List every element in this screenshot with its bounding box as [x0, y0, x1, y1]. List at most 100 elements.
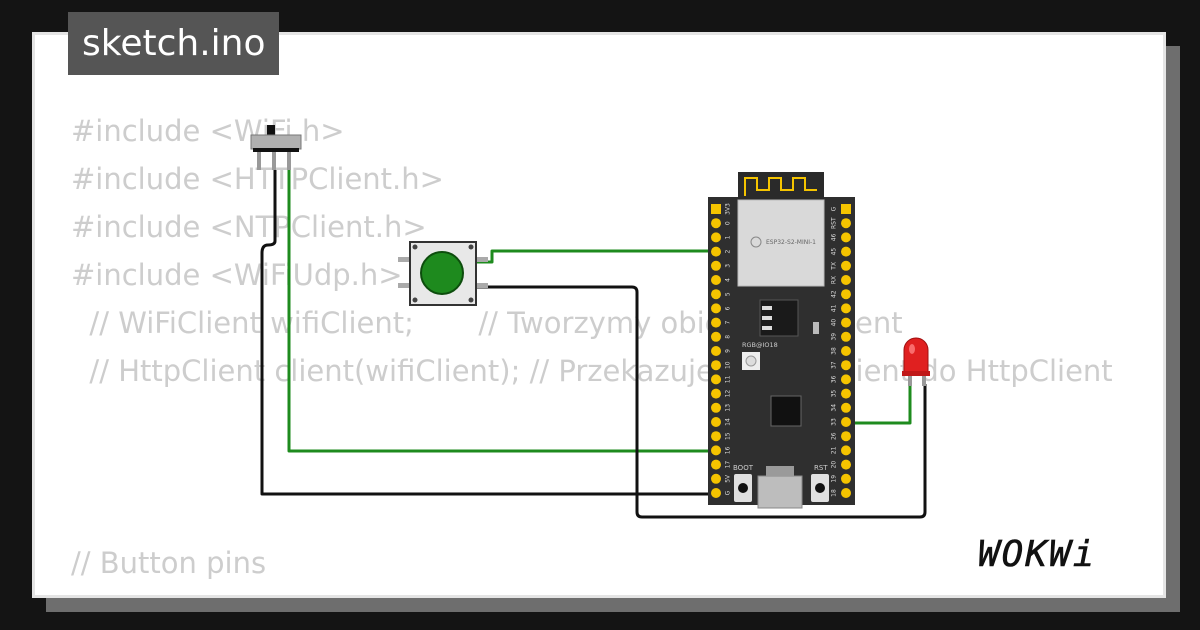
left-pin-pad[interactable]: [711, 232, 721, 243]
right-pin-pad[interactable]: [841, 232, 851, 243]
left-pin-label: 13: [725, 404, 732, 412]
right-pin-label: 19: [831, 475, 838, 483]
wokwi-logo-icon: WOKWi: [978, 534, 1096, 576]
left-pin-label: 17: [725, 461, 732, 469]
right-pin-pad[interactable]: [841, 246, 851, 257]
left-pin-label: 6: [725, 306, 732, 310]
right-pin-pad[interactable]: [841, 260, 851, 271]
left-pin-pad[interactable]: [711, 204, 721, 214]
left-pin-label: 12: [725, 390, 732, 398]
right-pin-label: 42: [831, 290, 838, 298]
left-pin-label: G: [725, 490, 732, 495]
right-pin-label: 41: [831, 304, 838, 312]
right-pin-label: TX: [831, 262, 838, 271]
right-pin-pad[interactable]: [841, 473, 851, 484]
left-pin-label: 5V: [725, 474, 732, 483]
right-pin-pad[interactable]: [841, 488, 851, 498]
right-pin-label: 40: [831, 319, 838, 327]
right-pin-pad[interactable]: [841, 289, 851, 300]
right-pin-pad[interactable]: [841, 445, 851, 456]
right-pin-pad[interactable]: [841, 204, 851, 214]
left-pin-label: 0: [725, 221, 732, 225]
left-pin-pad[interactable]: [711, 360, 721, 371]
right-pin-label: 34: [831, 404, 838, 412]
slide-switch-icon[interactable]: [250, 125, 302, 170]
left-pin-label: 15: [725, 432, 732, 440]
code-background: #include <WiFi.h> #include <HTTPClient.h>…: [71, 107, 1113, 595]
code-line: #include <WiFi.h>: [71, 114, 345, 148]
wires: [260, 170, 927, 519]
right-pin-pad[interactable]: [841, 275, 851, 285]
esp32-board-icon: ESP32-S2-MINI-1 RGB@IO18 BOOT RST 3V3 0 12…: [708, 172, 855, 509]
green-wire-led: [848, 384, 912, 425]
right-pin-label: 39: [831, 333, 838, 341]
left-pin-pad[interactable]: [711, 218, 721, 229]
right-pin-pad[interactable]: [841, 360, 851, 371]
right-pin-pad[interactable]: [841, 346, 851, 356]
left-pin-label: 8: [725, 335, 732, 339]
left-pin-label: 3: [725, 264, 732, 268]
left-pin-pad[interactable]: [711, 346, 721, 356]
right-pin-pad[interactable]: [841, 331, 851, 342]
code-line: #include <WiFiUdp.h>: [71, 258, 403, 292]
left-pin-pad[interactable]: [711, 488, 721, 498]
right-pin-label: 36: [831, 375, 838, 383]
black-wire-switch: [260, 170, 716, 496]
green-wire-button: [476, 249, 716, 264]
code-line: #include <HTTPClient.h>: [71, 162, 444, 196]
left-pin-pad[interactable]: [711, 417, 721, 427]
left-pin-pad[interactable]: [711, 459, 721, 470]
left-pin-pad[interactable]: [711, 275, 721, 285]
right-pin-pad[interactable]: [841, 417, 851, 427]
module-label: ESP32-S2-MINI-1: [766, 239, 816, 246]
rst-label: RST: [814, 464, 828, 472]
right-pin-pad[interactable]: [841, 459, 851, 470]
left-pin-pad[interactable]: [711, 388, 721, 399]
left-pin-pad[interactable]: [711, 445, 721, 456]
right-pin-pad[interactable]: [841, 317, 851, 328]
left-pin-label: 2: [725, 250, 732, 254]
boot-label: BOOT: [733, 464, 754, 472]
code-line: #define BUTTON_SEND_PIN 0 // Przycisk do…: [71, 587, 1113, 595]
right-pin-pad[interactable]: [841, 218, 851, 229]
right-pin-pad[interactable]: [841, 303, 851, 314]
left-pin-label: 9: [725, 349, 732, 353]
right-pin-label: 35: [831, 390, 838, 398]
right-pin-pad[interactable]: [841, 388, 851, 399]
right-pin-label: G: [831, 206, 838, 211]
left-pin-pad[interactable]: [711, 317, 721, 328]
right-pin-label: 33: [831, 418, 838, 426]
left-pin-pad[interactable]: [711, 260, 721, 271]
right-pin-pad[interactable]: [841, 402, 851, 413]
left-pin-label: 16: [725, 446, 732, 454]
code-line: // Button pins: [71, 546, 267, 580]
right-pin-label: 46: [831, 233, 838, 241]
left-pin-pad[interactable]: [711, 246, 721, 257]
left-pin-label: 14: [725, 418, 732, 426]
left-pin-pad[interactable]: [711, 303, 721, 314]
left-pin-pad[interactable]: [711, 473, 721, 484]
left-pin-pad[interactable]: [711, 331, 721, 342]
code-line: #include <NTPClient.h>: [71, 210, 427, 244]
pushbutton-icon[interactable]: [398, 241, 488, 306]
led-icon: [902, 337, 930, 386]
right-pin-label: 20: [831, 461, 838, 469]
rgb-label: RGB@IO18: [742, 341, 778, 349]
right-pin-label: RST: [831, 217, 838, 229]
right-pin-label: 45: [831, 248, 838, 256]
left-pin-pad[interactable]: [711, 289, 721, 300]
left-pin-label: 4: [725, 278, 732, 282]
left-pin-pad[interactable]: [711, 431, 721, 442]
right-pin-pad[interactable]: [841, 374, 851, 385]
left-pin-label: 7: [725, 321, 732, 325]
brand-name: WOKWi: [978, 534, 1096, 575]
left-pin-label: 3V3: [725, 203, 732, 215]
left-pin-label: 10: [725, 361, 732, 369]
left-pin-pad[interactable]: [711, 402, 721, 413]
left-pin-pad[interactable]: [711, 374, 721, 385]
right-pin-header: GRST4645TXRX4241403938373635343326212019…: [831, 204, 851, 498]
green-wire-switch: [287, 170, 716, 453]
right-pin-pad[interactable]: [841, 431, 851, 442]
left-pin-label: 5: [725, 292, 732, 296]
